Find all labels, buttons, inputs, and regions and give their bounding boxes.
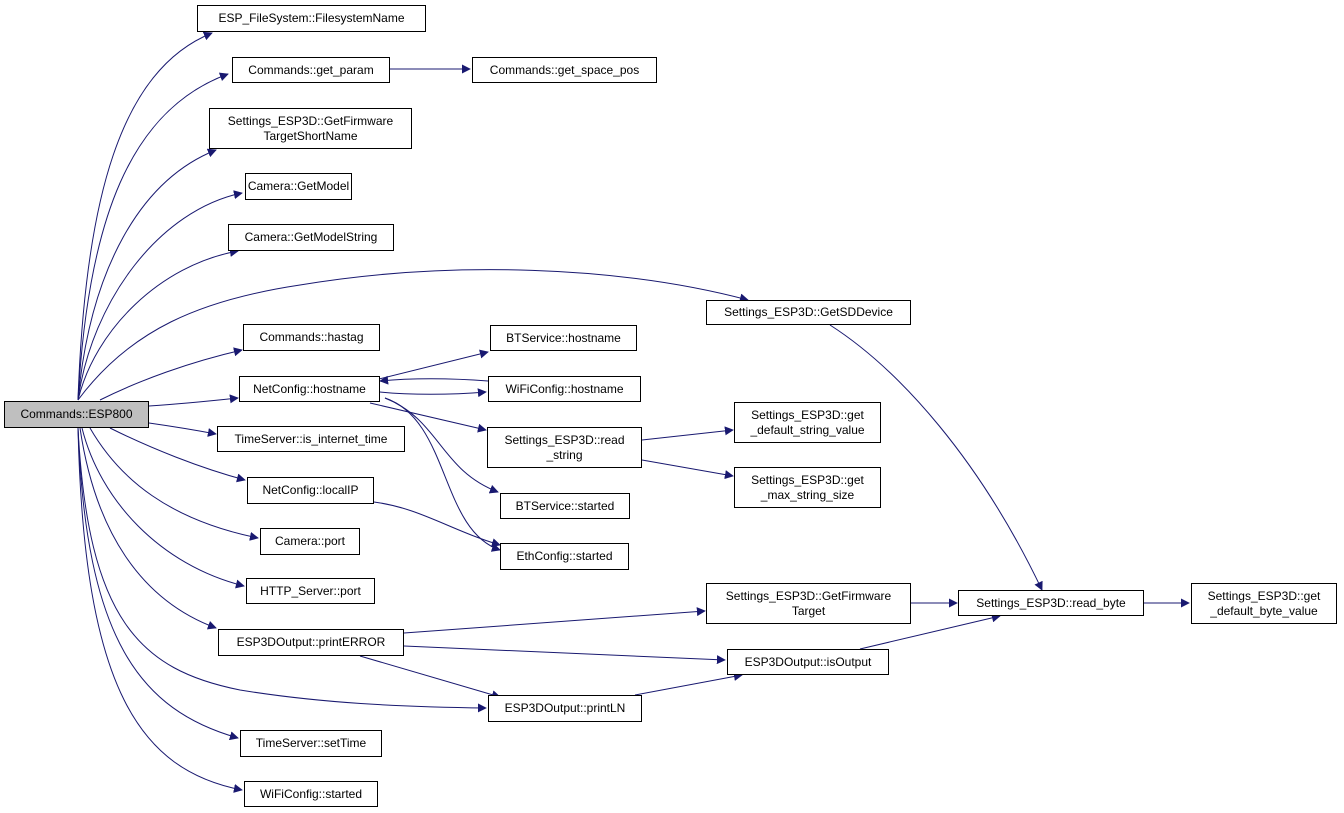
node-wificonfig-hostname[interactable]: WiFiConfig::hostname [488,376,641,402]
edge-esp800-printerror [79,427,217,630]
edge-esp800-getsddevice [77,269,749,401]
edge-nethost-readstr [369,402,487,433]
edge-esp800-istime [148,422,217,437]
edge-esp800-getmodelstr [77,248,239,401]
edge-nethost-bthost [374,349,489,381]
node-get-firmware-target[interactable]: Settings_ESP3D::GetFirmware Target [706,583,911,624]
edge-esp800-camport [89,427,259,541]
edge-esp800-settime [77,427,239,741]
edge-readstr-getdefstr [641,426,734,441]
edge-wifihost-nethost [379,375,489,385]
node-commands-get-param[interactable]: Commands::get_param [232,57,390,83]
node-btservice-hostname[interactable]: BTService::hostname [490,325,637,351]
node-read-byte[interactable]: Settings_ESP3D::read_byte [958,590,1144,616]
edge-esp800-getparam [77,72,229,401]
node-wificonfig-started[interactable]: WiFiConfig::started [244,781,378,807]
node-timeserver-set-time[interactable]: TimeServer::setTime [240,730,382,757]
edge-println-isoutput [634,672,743,696]
edge-esp800-httpport [81,427,245,589]
edge-getsddevice-readbyte [829,324,1043,591]
node-netconfig-hostname[interactable]: NetConfig::hostname [239,376,380,402]
node-esp3doutput-print-error[interactable]: ESP3DOutput::printERROR [218,629,404,656]
edge-esp800-println [77,427,487,713]
edge-esp800-localip [109,427,246,483]
node-get-default-string-value[interactable]: Settings_ESP3D::get _default_string_valu… [734,402,881,443]
node-esp3doutput-print-ln[interactable]: ESP3DOutput::printLN [488,695,642,722]
edge-esp800-hastag [99,347,243,401]
edge-printerror-isoutput [403,645,726,665]
edge-nethost-wifihost [379,388,487,398]
edge-esp800-nethost [148,394,239,407]
node-netconfig-localip[interactable]: NetConfig::localIP [247,477,374,504]
node-timeserver-is-internet-time[interactable]: TimeServer::is_internet_time [217,426,405,452]
node-commands-hastag[interactable]: Commands::hastag [243,324,380,351]
node-commands-esp800[interactable]: Commands::ESP800 [4,401,149,428]
node-get-firmware-target-short-name[interactable]: Settings_ESP3D::GetFirmware TargetShortN… [209,108,412,149]
edge-printerror-println [359,655,501,700]
node-commands-get-space-pos[interactable]: Commands::get_space_pos [472,57,657,83]
edge-esp800-getmodel [77,190,243,401]
node-camera-get-model[interactable]: Camera::GetModel [245,173,352,200]
node-get-sd-device[interactable]: Settings_ESP3D::GetSDDevice [706,300,911,325]
edge-localip-ethstarted [373,501,501,547]
edge-printerror-gfwt [403,607,706,634]
edge-esp800-gfwtsn [77,148,217,401]
edge-readstr-getmaxstr [641,459,734,480]
node-read-string[interactable]: Settings_ESP3D::read _string [487,427,642,468]
node-get-max-string-size[interactable]: Settings_ESP3D::get _max_string_size [734,467,881,508]
node-http-server-port[interactable]: HTTP_Server::port [246,578,375,604]
edge-isoutput-readbyte [859,613,1001,650]
node-filesystem-name[interactable]: ESP_FileSystem::FilesystemName [197,5,426,32]
edge-nethost-ethstarted [384,397,501,552]
node-camera-port[interactable]: Camera::port [260,528,360,555]
node-get-default-byte-value[interactable]: Settings_ESP3D::get _default_byte_value [1191,583,1337,624]
node-camera-get-model-string[interactable]: Camera::GetModelString [228,224,394,251]
node-ethconfig-started[interactable]: EthConfig::started [500,543,629,570]
edge-esp800-wifistarted [77,427,243,793]
node-btservice-started[interactable]: BTService::started [500,493,630,519]
edge-esp800-fsname [77,31,213,401]
node-esp3doutput-is-output[interactable]: ESP3DOutput::isOutput [727,649,889,675]
